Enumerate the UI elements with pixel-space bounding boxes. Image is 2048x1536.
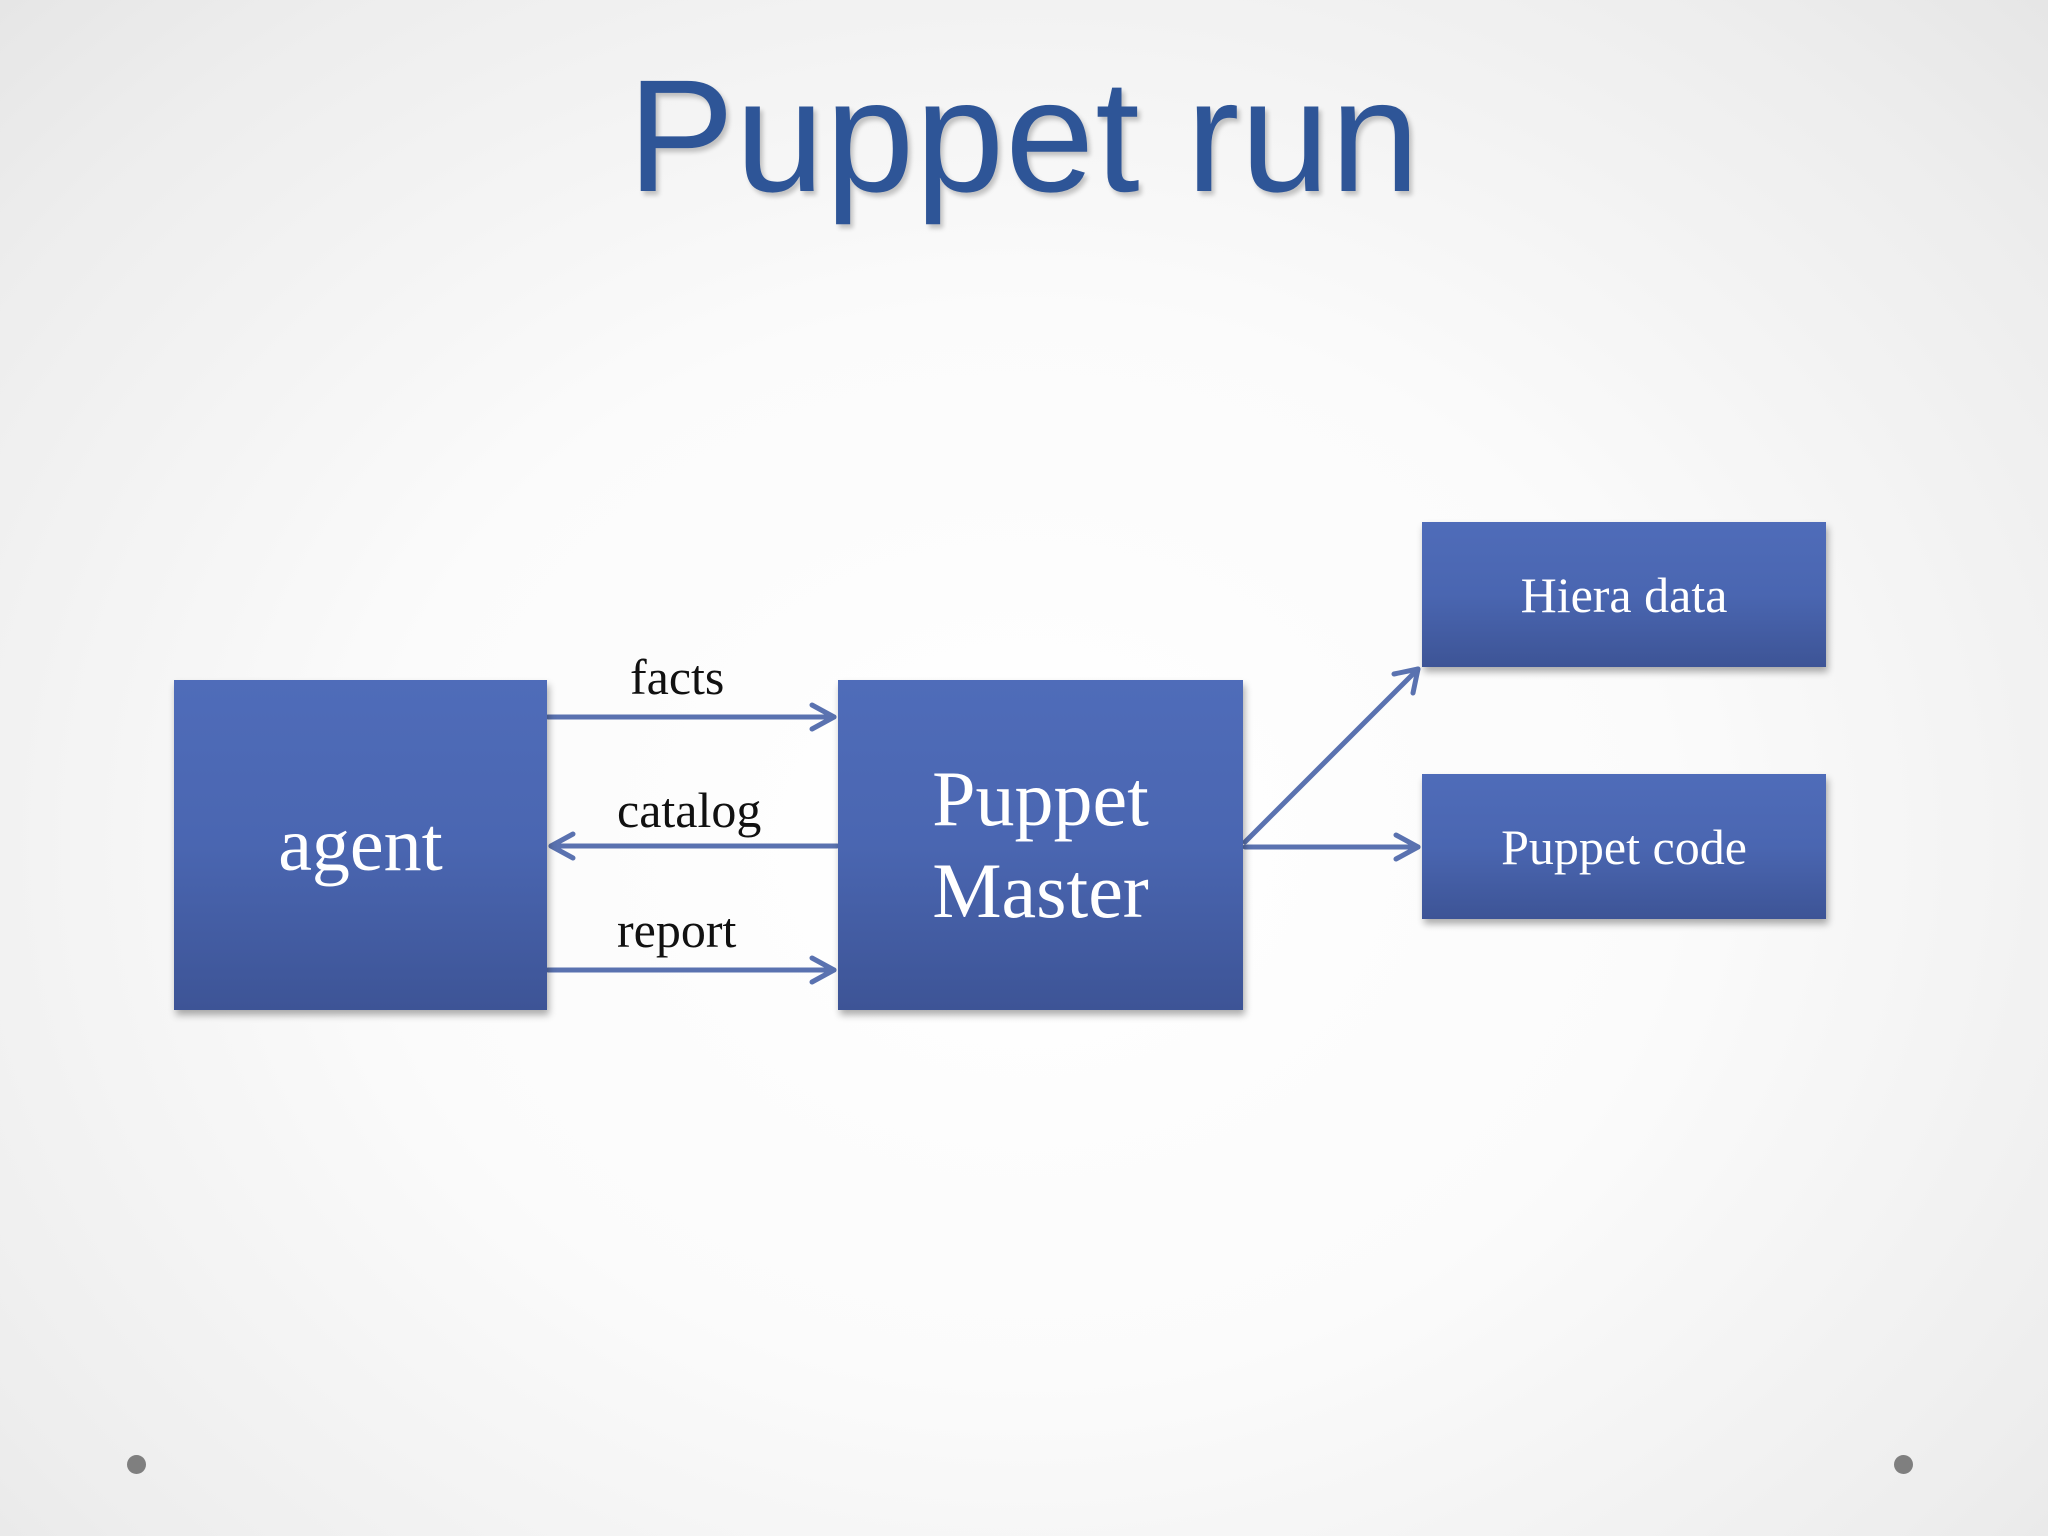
arrow-master-to-code: [1242, 832, 1421, 862]
node-agent-label: agent: [278, 802, 443, 887]
node-hiera-data-label: Hiera data: [1520, 566, 1728, 623]
edge-label-facts: facts: [630, 649, 725, 705]
node-puppet-master-label: Puppet Master: [932, 754, 1149, 934]
node-puppet-code: Puppet code: [1422, 774, 1826, 919]
slide-bullet-dot-left: [127, 1455, 146, 1474]
node-puppet-master: Puppet Master: [838, 680, 1243, 1010]
edge-label-catalog: catalog: [617, 782, 762, 838]
node-agent: agent: [174, 680, 547, 1010]
arrow-report: [545, 955, 837, 985]
slide-bullet-dot-right: [1894, 1455, 1913, 1474]
node-puppet-code-label: Puppet code: [1501, 818, 1747, 875]
arrow-facts: [545, 702, 837, 732]
node-hiera-data: Hiera data: [1422, 522, 1826, 667]
arrow-catalog: [548, 831, 840, 861]
arrow-master-to-hiera: [1242, 666, 1421, 845]
slide-title: Puppet run: [627, 46, 1421, 225]
edge-label-report: report: [617, 902, 737, 958]
